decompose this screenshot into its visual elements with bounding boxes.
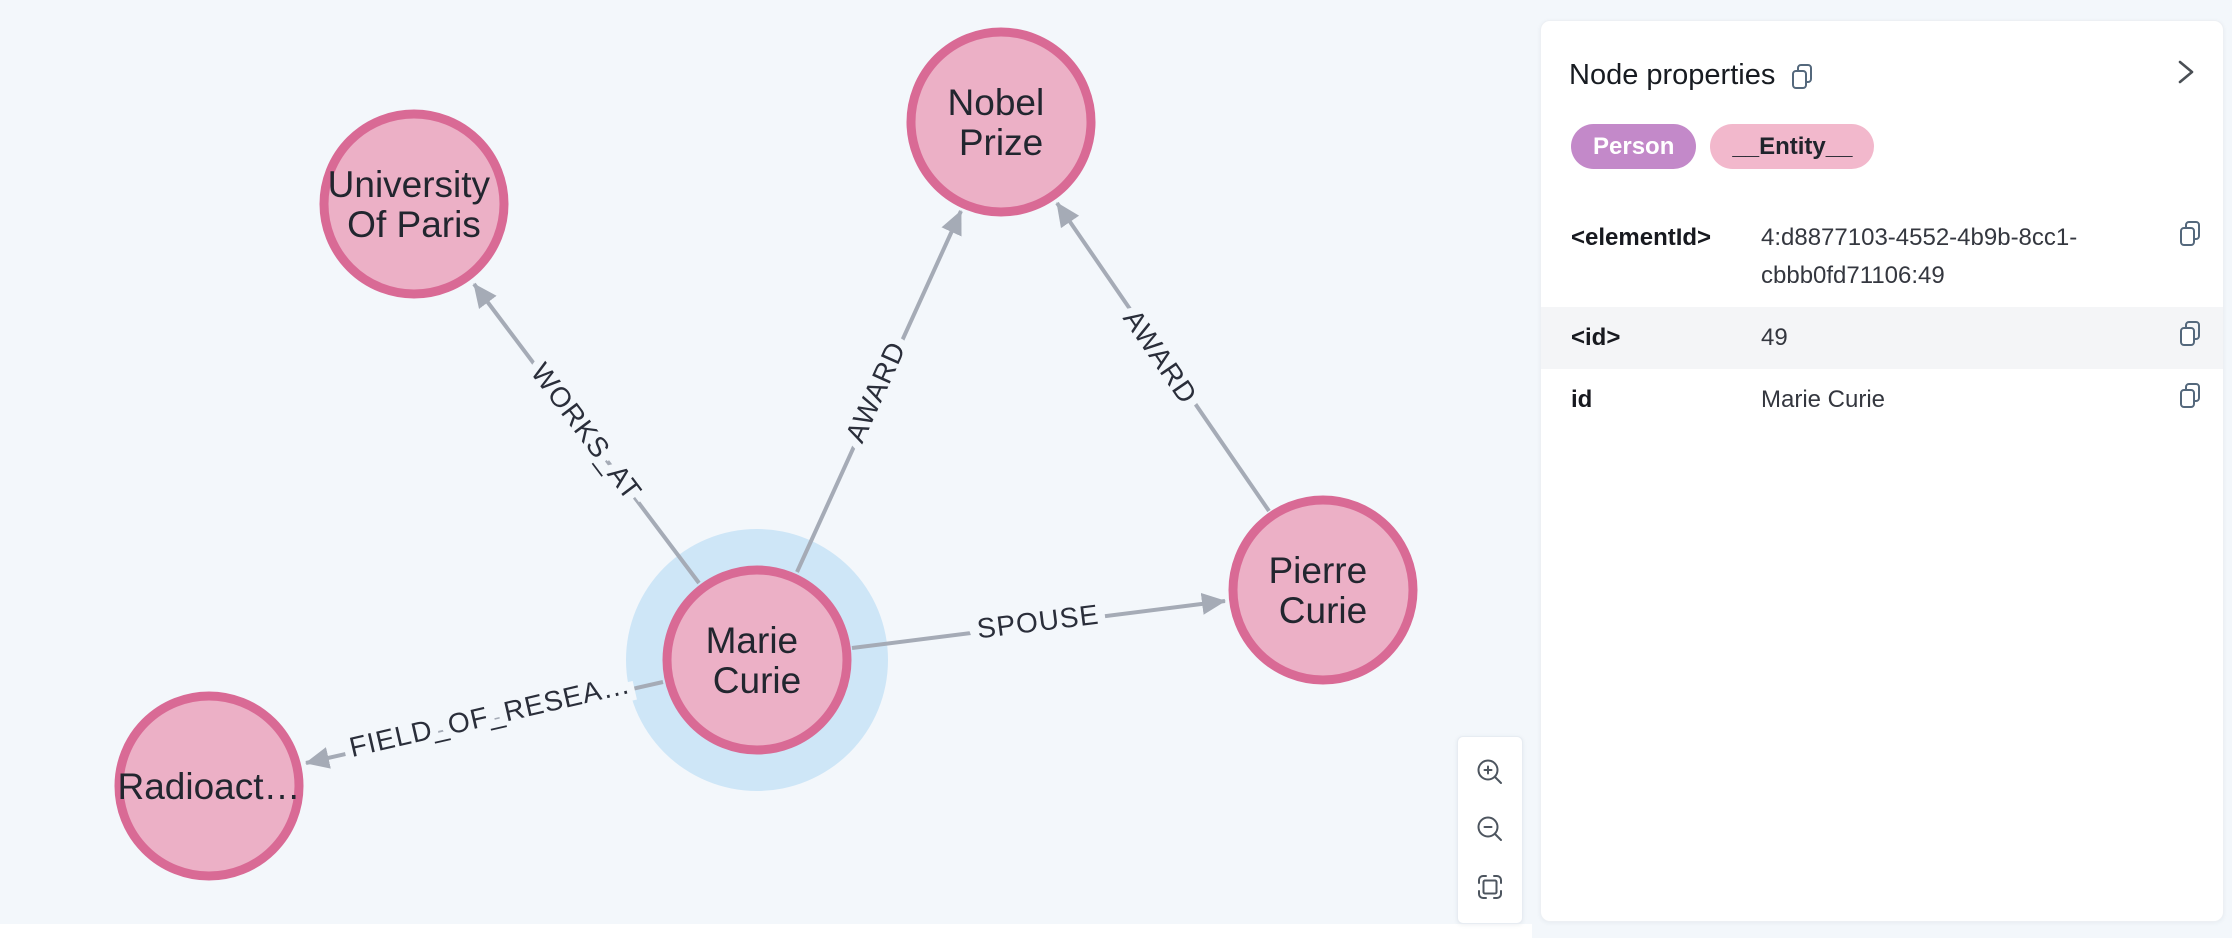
panel-title: Node properties [1569, 59, 1776, 91]
copy-icon [2180, 221, 2200, 246]
zoom-in-icon [1477, 759, 1502, 785]
fit-to-screen-icon [1478, 874, 1502, 899]
node-marie-curie[interactable] [662, 565, 852, 755]
property-row-id-internal: <id> 49 [1541, 307, 2223, 369]
edge-label-works-at: WORKS_AT [525, 357, 648, 506]
zoom-out-button[interactable] [1465, 805, 1515, 855]
copy-icon [2180, 383, 2200, 408]
property-value: 49 [1761, 324, 1788, 351]
edge-label-spouse: SPOUSE [975, 599, 1101, 645]
node-university-of-paris[interactable] [319, 109, 509, 299]
node-pierre-curie[interactable] [1228, 495, 1418, 685]
label-badge-entity[interactable]: __Entity__ [1710, 124, 1875, 169]
panel-header: Node properties [1541, 21, 2223, 92]
fit-to-screen-button[interactable] [1465, 862, 1515, 912]
property-value: 4:d8877103-4552-4b9b-8cc1-cbbb0fd71106:4… [1761, 224, 2078, 289]
copy-all-properties-button[interactable] [1789, 62, 1815, 90]
edge-works-at[interactable] [472, 282, 701, 585]
property-value: Marie Curie [1761, 386, 1886, 413]
edge-spouse[interactable] [851, 592, 1226, 650]
zoom-in-button[interactable] [1465, 748, 1515, 798]
node-nobel-prize[interactable] [906, 27, 1096, 217]
node-properties-panel: Node properties Person __Entity__ <eleme… [1540, 20, 2224, 922]
zoom-toolbar [1457, 736, 1523, 924]
edge-label-field-of-research: FIELD_OF_RESEA… [346, 668, 633, 763]
graph-canvas[interactable]: WORKS_AT AWARD AWARD SPOUSE FIELD_OF_RES… [0, 0, 1532, 938]
collapse-panel-button[interactable] [2167, 55, 2203, 91]
edge-award-marie[interactable] [795, 210, 963, 573]
copy-property-button[interactable] [2177, 381, 2203, 409]
edge-label-award-pierre: AWARD [1117, 304, 1203, 410]
copy-property-button[interactable] [2177, 319, 2203, 347]
property-row-elementid: <elementId> 4:d8877103-4552-4b9b-8cc1-cb… [1541, 207, 2223, 307]
edge-field-of-research[interactable] [305, 680, 664, 769]
edge-label-award-marie: AWARD [839, 337, 911, 447]
copy-icon [2180, 321, 2200, 346]
label-badge-person[interactable]: Person [1571, 124, 1697, 169]
copy-property-button[interactable] [2177, 219, 2203, 247]
properties-table: <elementId> 4:d8877103-4552-4b9b-8cc1-cb… [1541, 207, 2223, 431]
bottom-strip [0, 924, 1532, 938]
node-labels-row: Person __Entity__ [1541, 92, 2223, 169]
chevron-right-icon [2178, 60, 2194, 84]
property-key: id [1571, 386, 1593, 413]
property-key: <id> [1571, 324, 1621, 351]
property-key: <elementId> [1571, 224, 1712, 251]
property-row-id: id Marie Curie [1541, 369, 2223, 431]
zoom-out-icon [1477, 816, 1502, 841]
copy-icon [1792, 63, 1813, 89]
edge-award-pierre[interactable] [1055, 201, 1271, 513]
node-radioactivity[interactable] [114, 691, 304, 881]
